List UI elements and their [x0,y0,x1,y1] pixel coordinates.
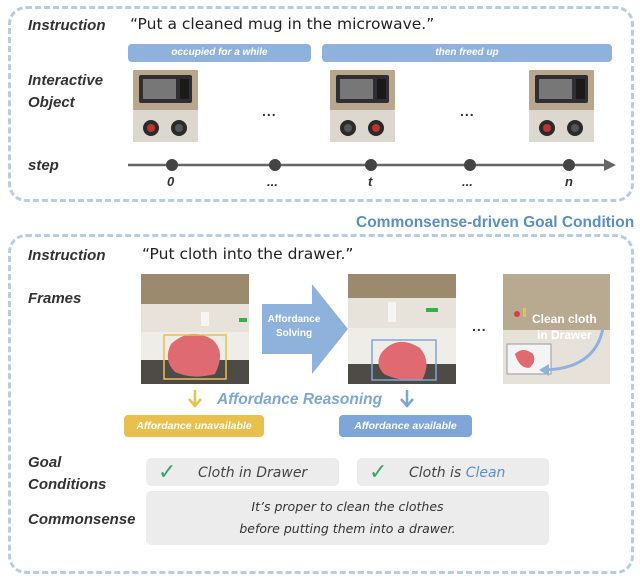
clean-cloth-line1: Clean cloth [532,312,597,326]
affordance-reasoning-label: Affordance Reasoning [217,391,383,408]
kitchen-frame-image [141,274,249,384]
tick-label: 0 [167,174,175,189]
check-icon: ✓ [158,460,177,485]
kitchen-frame-image [503,274,610,384]
goal-condition-2-highlight: Clean [465,465,506,481]
microwave-image [330,70,395,142]
arrow-down-icon [400,390,414,408]
instruction-label-top: Instruction [28,17,106,34]
goal-condition-2-text: Cloth is Clean [409,465,505,481]
instruction-text-top: “Put a cleaned mug in the microwave.” [130,15,435,33]
affordance-solving-text: Affordance Solving [262,313,326,341]
commonsense-line1: It’s proper to clean the clothes [251,499,444,514]
ellipsis-3: ... [472,318,487,334]
tick-label: ... [267,174,278,189]
freed-bar: then freed up [322,44,612,62]
timeline-dot [365,159,377,171]
instruction-label-bottom: Instruction [28,247,106,264]
affordance-solving-line1: Affordance [267,314,321,325]
microwave-image [529,70,594,142]
timeline-dot [166,159,178,171]
check-icon: ✓ [369,460,388,485]
ellipsis-1: ... [262,103,277,119]
goal-label-line2: Conditions [28,476,107,493]
top-panel [8,6,634,202]
commonsense-box: It’s proper to clean the clothes before … [146,491,549,545]
kitchen-frame-image [348,274,456,384]
affordance-solving-line2: Solving [275,328,313,339]
goal-condition-2: ✓ Cloth is Clean [357,458,549,486]
goal-condition-1-text: Cloth in Drawer [198,465,308,481]
timeline-dot [464,159,476,171]
badge-affordance-unavailable: Affordance unavailable [124,415,264,437]
ellipsis-2: ... [460,103,475,119]
clean-cloth-text: Clean cloth in Drawer [532,311,597,343]
goal-condition-1: ✓ Cloth in Drawer [146,458,339,486]
tick-label: ... [462,174,473,189]
badge-affordance-available: Affordance available [339,415,472,437]
goal-label-line1: Goal [28,454,62,471]
commonsense-label: Commonsense [28,511,136,528]
timeline-dot [563,159,575,171]
tick-label: t [368,174,373,189]
goal-conditions-label: Goal Conditions [28,452,106,496]
arrow-down-icon [188,390,202,408]
commonsense-line2: before putting them into a drawer. [239,521,456,536]
interactive-object-label-line2: Object [28,94,75,111]
step-label: step [28,157,59,174]
arrow-right-icon [262,284,348,374]
bottom-panel [8,234,634,574]
frames-label: Frames [28,290,82,307]
instruction-text-bottom: “Put cloth into the drawer.” [142,245,354,263]
timeline-arrow [128,159,616,171]
tick-label: n [565,174,573,189]
occupied-bar: occupied for a while [128,44,311,62]
interactive-object-label-line1: Interactive [28,72,104,89]
clean-cloth-line2: in Drawer [537,328,592,342]
goal-condition-2-prefix: Cloth is [409,465,466,481]
microwave-image [133,70,198,142]
timeline-dot [269,159,281,171]
section-title: Commonsense-driven Goal Condition [356,214,635,231]
interactive-object-label: Interactive Object [28,70,103,114]
